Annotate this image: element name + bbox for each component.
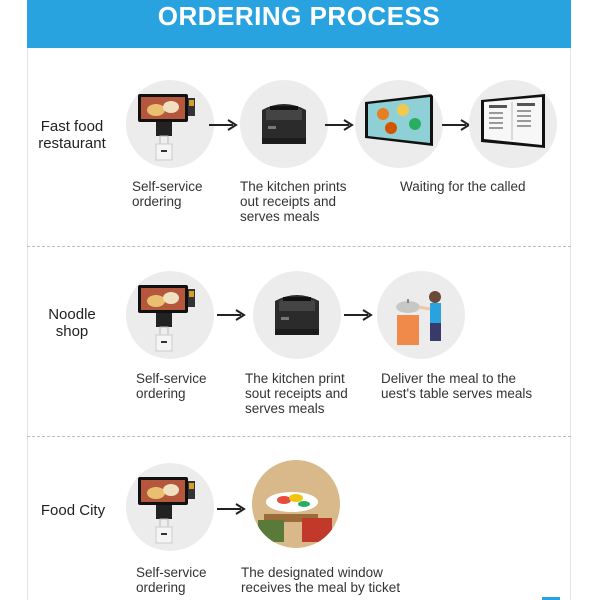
caption-self-service: Self-service ordering [136,565,236,595]
food-tray-icon [252,460,340,548]
caption-deliver-meal: Deliver the meal to the uest's table ser… [381,371,551,401]
arrow-right-icon [209,119,239,131]
section-label-noodle-shop: Noodle shop [34,306,110,340]
section-label-fast-food: Fast food restaurant [30,118,114,152]
step-printer-fast-food [240,80,328,168]
section-label-food-city: Food City [36,502,110,519]
step-waiter-noodle [377,271,465,359]
step-board-fast-food [469,80,557,168]
arrow-right-icon [217,309,247,321]
receipt-printer-icon [240,80,328,168]
caption-kitchen-print: The kitchen print sout receipts and serv… [245,371,365,416]
step-kiosk-noodle [126,271,214,359]
queue-display-screen-icon [355,80,443,168]
page-title: ORDERING PROCESS [27,0,571,32]
step-kiosk-food-city [126,463,214,551]
caption-waiting: Waiting for the called [400,179,560,194]
step-printer-noodle [253,271,341,359]
kiosk-icon [126,463,214,551]
step-display-fast-food [355,80,443,168]
step-food-window-food-city [252,460,340,548]
kiosk-icon [126,271,214,359]
caption-kitchen-prints: The kitchen prints out receipts and serv… [240,179,360,224]
step-kiosk-fast-food [126,80,214,168]
caption-self-service: Self-service ordering [132,179,232,209]
waiter-serving-icon [377,271,465,359]
receipt-printer-icon [253,271,341,359]
caption-self-service: Self-service ordering [136,371,236,401]
arrow-right-icon [344,309,374,321]
arrow-right-icon [217,503,247,515]
arrow-right-icon [325,119,355,131]
kiosk-icon [126,80,214,168]
caption-designated-window: The designated window receives the meal … [241,565,421,595]
arrow-right-icon [442,119,472,131]
number-board-icon [469,80,557,168]
section-divider [27,436,571,437]
section-divider [27,246,571,247]
header-banner: ORDERING PROCESS [27,0,571,48]
